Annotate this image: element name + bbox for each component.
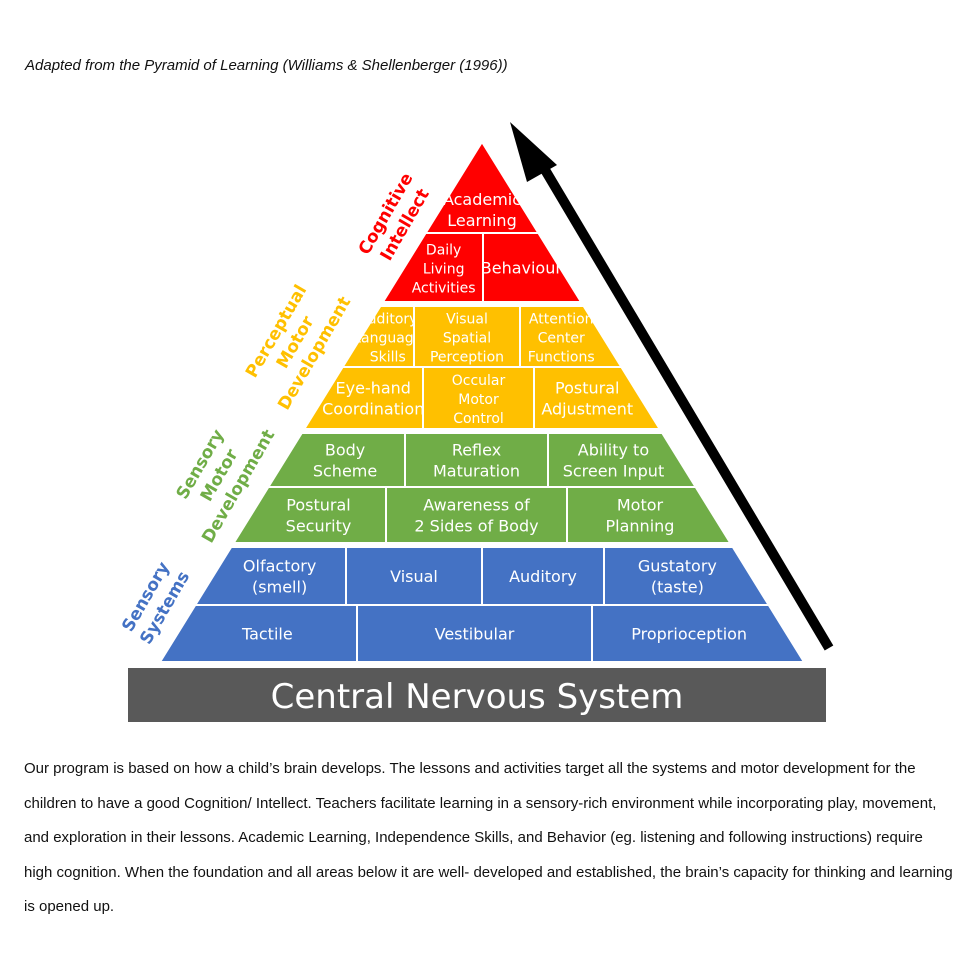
- pyramid-cell-label: Tactile: [241, 625, 293, 644]
- pyramid-cell-label: Olfactory(smell): [243, 557, 316, 597]
- arrow-shaft: [533, 155, 834, 651]
- description-paragraph: Our program is based on how a child’s br…: [24, 760, 953, 916]
- pyramid-cell-label: Vestibular: [435, 625, 515, 644]
- pyramid-cell: [566, 486, 733, 544]
- pyramid-cell-label: Behaviour: [481, 259, 563, 278]
- pyramid-cell: [533, 366, 662, 430]
- figure-caption: Adapted from the Pyramid of Learning (Wi…: [25, 57, 508, 74]
- arrow-head: [510, 122, 557, 182]
- pyramid-cell-label: Proprioception: [631, 625, 747, 644]
- pyramid-cell: [482, 232, 583, 303]
- pyramid-cell-label: Gustatory(taste): [638, 557, 717, 597]
- base-label: Central Nervous System: [271, 677, 684, 717]
- pyramid-cell-label: Auditory: [509, 567, 577, 586]
- base-bar: [128, 668, 826, 722]
- pyramid-cell: [591, 604, 806, 663]
- pyramid-cell-label: Visual: [390, 567, 438, 586]
- pyramid-cell: [302, 366, 424, 430]
